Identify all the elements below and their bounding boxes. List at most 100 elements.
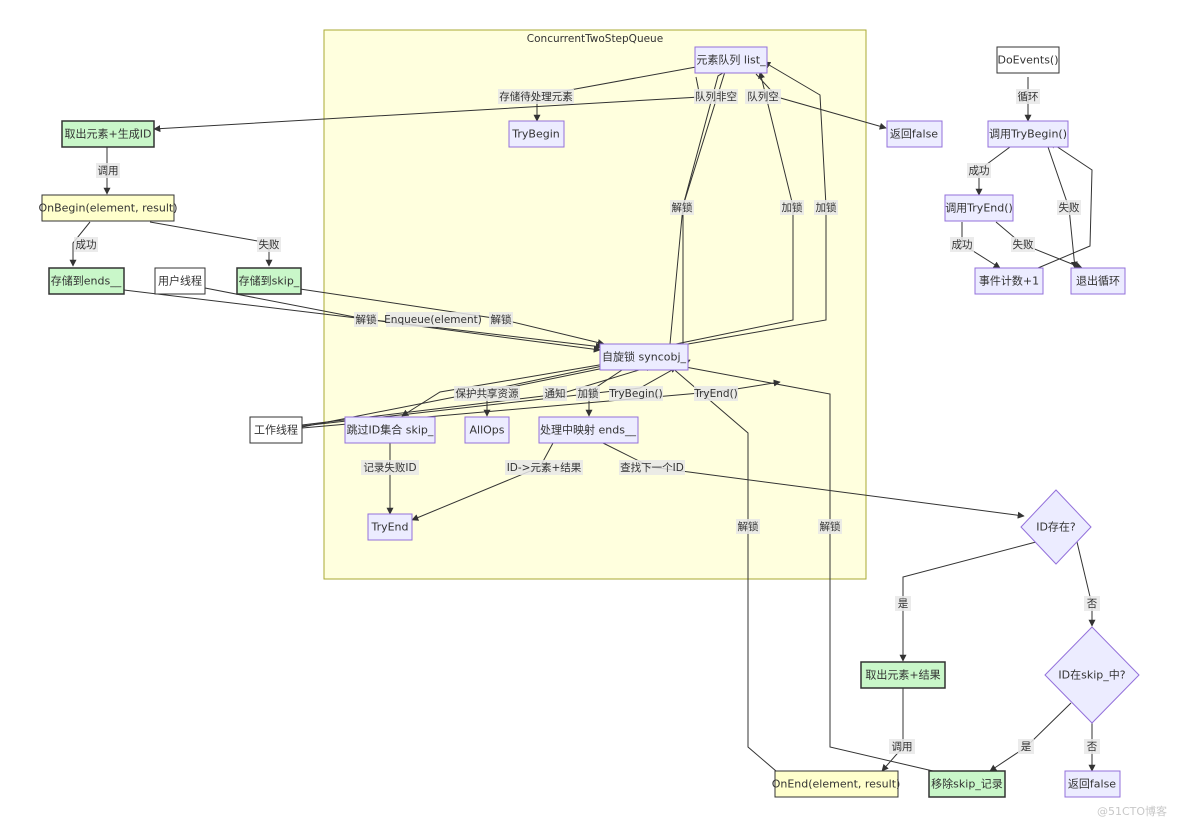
edge-label-store-pending: 存储待处理元素 [498, 89, 574, 104]
svg-text:成功: 成功 [952, 239, 973, 251]
edge-label-lock-c: 加锁 [576, 386, 600, 401]
svg-text:加锁: 加锁 [816, 201, 837, 214]
svg-text:用户线程: 用户线程 [158, 274, 202, 288]
svg-text:移除skip_记录: 移除skip_记录 [931, 777, 1003, 791]
edge-label-success-2: 成功 [967, 163, 991, 178]
svg-text:是: 是 [898, 598, 909, 610]
svg-text:返回false: 返回false [1068, 778, 1116, 791]
svg-text:TryBegin(): TryBegin() [608, 388, 663, 400]
edge-label-unlock-a: 解锁 [354, 312, 378, 327]
node-tryend-inner: TryEnd [367, 513, 413, 541]
edge-label-call-1: 调用 [96, 163, 120, 178]
node-onend: OnEnd(element, result) [772, 770, 900, 798]
edge-label-enqueue: Enqueue(element) [384, 312, 482, 327]
svg-text:解锁: 解锁 [491, 313, 512, 326]
edge-label-record-fail: 记录失败ID [361, 460, 419, 475]
svg-text:存储到ends__: 存储到ends__ [51, 274, 122, 288]
svg-text:处理中映射 ends__: 处理中映射 ends__ [540, 423, 636, 437]
node-call-tryend: 调用TryEnd() [944, 194, 1014, 222]
svg-text:解锁: 解锁 [820, 520, 841, 533]
edge-label-queue-nonempty: 队列非空 [694, 89, 738, 104]
edge-label-notify: 通知 [543, 386, 567, 401]
edge-label-fail-3: 失败 [1011, 237, 1035, 252]
svg-text:查找下一个ID: 查找下一个ID [620, 461, 684, 474]
svg-text:通知: 通知 [545, 387, 566, 400]
node-process-ends: 处理中映射 ends__ [538, 416, 639, 444]
edge-label-protect: 保护共享资源 [454, 386, 520, 401]
edge-label-yes-2: 是 [1018, 739, 1034, 754]
edge-label-lock-b: 加锁 [814, 200, 838, 215]
svg-text:调用TryBegin(): 调用TryBegin() [989, 128, 1067, 141]
node-list: 元素队列 list_ [694, 46, 768, 74]
node-id-exists: ID存在? [1020, 489, 1092, 565]
svg-text:退出循环: 退出循环 [1076, 274, 1120, 288]
svg-text:事件计数+1: 事件计数+1 [979, 275, 1039, 288]
node-trybegin-inner: TryBegin [508, 120, 565, 148]
node-return-false-top: 返回false [886, 120, 943, 148]
svg-text:ID->元素+结果: ID->元素+结果 [507, 461, 582, 474]
node-spinlock: 自旋锁 syncobj_ [599, 343, 689, 371]
watermark: @51CTO博客 [1097, 804, 1167, 818]
svg-text:解锁: 解锁 [672, 201, 693, 214]
edge-label-no-2: 否 [1084, 739, 1100, 754]
edge-label-id-to-elem: ID->元素+结果 [505, 460, 583, 475]
edge-label-unlock-e: 解锁 [818, 519, 842, 534]
svg-text:否: 否 [1087, 598, 1098, 610]
edge-label-fail-1: 失败 [257, 237, 281, 252]
svg-text:ID在skip_中?: ID在skip_中? [1058, 669, 1125, 682]
node-exit-loop: 退出循环 [1070, 267, 1126, 295]
svg-text:AllOps: AllOps [469, 424, 504, 437]
node-skip-set: 跳过ID集合 skip_ [344, 416, 436, 444]
edge-label-find-next: 查找下一个ID [619, 460, 685, 475]
svg-text:取出元素+结果: 取出元素+结果 [865, 668, 940, 682]
node-user-thread: 用户线程 [154, 267, 206, 295]
svg-text:失败: 失败 [259, 238, 280, 251]
edge-label-loop: 循环 [1016, 89, 1040, 104]
node-event-count: 事件计数+1 [974, 267, 1044, 295]
svg-text:成功: 成功 [969, 165, 990, 177]
svg-text:取出元素+生成ID: 取出元素+生成ID [65, 127, 152, 141]
cluster-concurrent-two-step-queue: ConcurrentTwoStepQueue [323, 29, 867, 580]
edge-label-trybegin-call: TryBegin() [608, 386, 663, 401]
node-return-false-bottom: 返回false [1064, 770, 1121, 798]
svg-text:调用TryEnd(): 调用TryEnd() [945, 202, 1013, 215]
svg-text:Enqueue(element): Enqueue(element) [384, 314, 482, 326]
svg-text:记录失败ID: 记录失败ID [363, 461, 416, 474]
svg-text:解锁: 解锁 [738, 520, 759, 533]
edge-label-lock-a: 加锁 [780, 200, 804, 215]
svg-text:否: 否 [1087, 741, 1098, 753]
edge-label-queue-empty: 队列空 [745, 89, 781, 104]
svg-text:存储待处理元素: 存储待处理元素 [499, 90, 573, 103]
svg-text:循环: 循环 [1018, 90, 1039, 103]
svg-text:解锁: 解锁 [356, 313, 377, 326]
node-store-skip: 存储到skip_ [236, 267, 302, 295]
svg-text:OnBegin(element, result): OnBegin(element, result) [38, 202, 177, 215]
svg-text:DoEvents(): DoEvents() [997, 54, 1058, 67]
node-call-trybegin: 调用TryBegin() [987, 120, 1069, 148]
svg-text:加锁: 加锁 [782, 201, 803, 214]
svg-text:是: 是 [1021, 741, 1032, 753]
edge-label-tryend-call: TryEnd() [693, 386, 738, 401]
svg-text:TryEnd: TryEnd [370, 521, 408, 534]
svg-text:调用: 调用 [98, 165, 119, 177]
svg-text:ID存在?: ID存在? [1036, 520, 1076, 534]
node-allops: AllOps [464, 416, 510, 444]
svg-text:返回false: 返回false [890, 128, 938, 141]
svg-text:TryEnd(): TryEnd() [693, 388, 738, 400]
edge-label-fail-2: 失败 [1057, 200, 1081, 215]
edge-label-call-2: 调用 [889, 739, 915, 754]
nodes: 元素队列 list_ TryBegin 取出元素+生成ID OnBegin(el… [38, 46, 1140, 798]
node-onbegin: OnBegin(element, result) [38, 194, 178, 222]
svg-text:工作线程: 工作线程 [254, 423, 298, 437]
cluster-title: ConcurrentTwoStepQueue [527, 33, 663, 45]
svg-text:队列空: 队列空 [747, 90, 779, 103]
svg-text:成功: 成功 [76, 239, 97, 251]
svg-text:自旋锁 syncobj_: 自旋锁 syncobj_ [602, 350, 687, 364]
svg-text:失败: 失败 [1059, 201, 1081, 214]
node-doevents: DoEvents() [996, 46, 1060, 74]
svg-text:调用: 调用 [892, 741, 913, 753]
edge-label-unlock-d: 解锁 [736, 519, 760, 534]
node-worker-thread: 工作线程 [249, 416, 303, 444]
edge-label-yes-1: 是 [895, 596, 911, 611]
